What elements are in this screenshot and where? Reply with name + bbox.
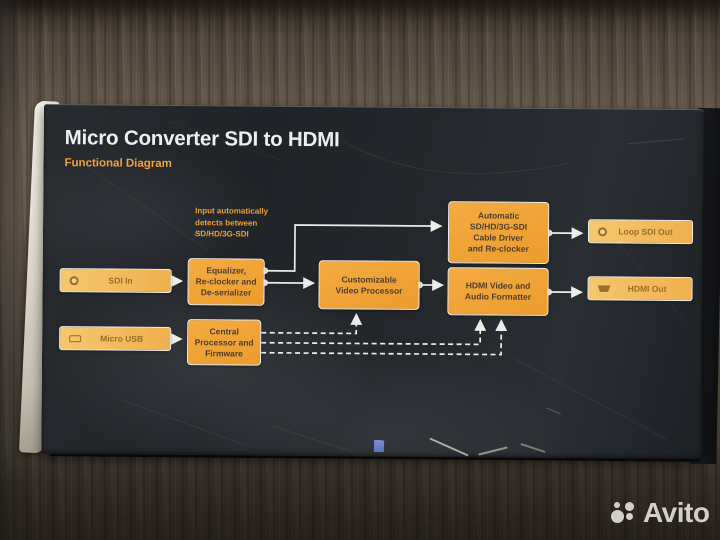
bnc-connector-icon: [69, 275, 79, 285]
port-hdmi-out-label: HDMI Out: [627, 283, 667, 294]
port-micro-usb: Micro USB: [59, 326, 172, 352]
port-micro-usb-label: Micro USB: [100, 333, 144, 344]
node-hdmi-video-audio-formatter: HDMI Video and Audio Formatter: [447, 267, 549, 316]
blue-sticker: [373, 439, 385, 453]
avito-wordmark: Avito: [643, 497, 710, 528]
port-sdi-in: SDI In: [59, 268, 172, 294]
hdmi-connector-icon: [598, 285, 611, 292]
port-sdi-in-label: SDI In: [108, 275, 133, 286]
wood-top-shadow: [0, 0, 720, 20]
functional-diagram-label: Functional Diagram: [64, 157, 172, 171]
node-equalizer-reclocker-deserializer: Equalizer, Re-clocker and De-serializer: [187, 258, 265, 306]
product-box-front-panel: Micro Converter SDI to HDMI Functional D…: [41, 104, 704, 460]
port-loop-sdi-out: Loop SDI Out: [587, 219, 694, 245]
input-auto-detect-note: Input automatically detects between SD/H…: [194, 206, 269, 239]
avito-logo-icon: [610, 499, 638, 527]
avito-watermark: Avito: [610, 497, 710, 528]
node-central-processor-firmware: Central Processor and Firmware: [186, 319, 262, 366]
product-title: Micro Converter SDI to HDMI: [64, 126, 340, 152]
bnc-connector-icon: [597, 226, 608, 236]
usb-connector-icon: [69, 334, 82, 342]
port-loop-sdi-out-label: Loop SDI Out: [618, 226, 673, 237]
port-hdmi-out: HDMI Out: [587, 276, 693, 302]
node-customizable-video-processor: Customizable Video Processor: [318, 260, 420, 310]
node-sdi-cable-driver-reclocker: Automatic SD/HD/3G-SDI Cable Driver and …: [447, 201, 550, 264]
